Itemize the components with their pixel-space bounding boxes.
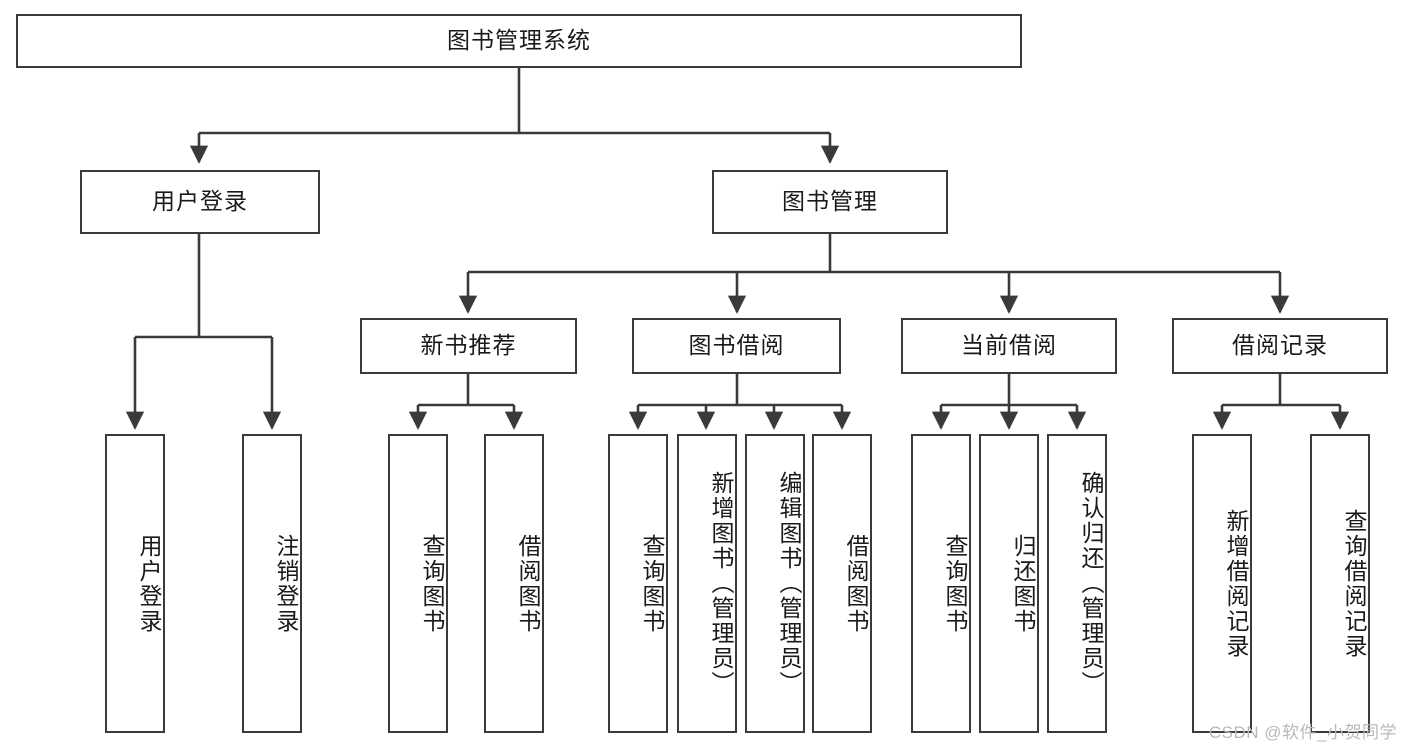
node-book-manage[interactable]: 图书管理	[712, 170, 948, 234]
node-leaf-query-record-label: 查询借阅记录	[1341, 508, 1367, 659]
node-leaf-query-book-2-label: 查询图书	[639, 533, 665, 634]
node-leaf-confirm-return[interactable]: 确认归还（管理员）	[1047, 434, 1107, 733]
node-book-borrow-label: 图书借阅	[688, 332, 785, 359]
node-borrow-record-label: 借阅记录	[1232, 332, 1328, 359]
node-leaf-query-book-1-label: 查询图书	[419, 533, 445, 634]
node-leaf-edit-book-label: 编辑图书（管理员）	[776, 471, 802, 696]
node-user-login-label: 用户登录	[152, 188, 248, 215]
node-leaf-add-book-label: 新增图书（管理员）	[708, 471, 734, 696]
node-root-label: 图书管理系统	[447, 27, 591, 54]
node-leaf-query-record[interactable]: 查询借阅记录	[1310, 434, 1370, 733]
node-root[interactable]: 图书管理系统	[16, 14, 1022, 68]
node-leaf-user-login-label: 用户登录	[136, 533, 162, 634]
node-leaf-query-book-2[interactable]: 查询图书	[608, 434, 668, 733]
node-leaf-query-book-3-label: 查询图书	[942, 533, 968, 634]
node-leaf-edit-book[interactable]: 编辑图书（管理员）	[745, 434, 805, 733]
node-current-borrow-label: 当前借阅	[961, 332, 1057, 359]
node-leaf-borrow-book-2-label: 借阅图书	[843, 533, 869, 634]
node-book-manage-label: 图书管理	[782, 188, 878, 215]
node-leaf-borrow-book-1-label: 借阅图书	[515, 533, 541, 634]
node-leaf-add-book[interactable]: 新增图书（管理员）	[677, 434, 737, 733]
node-leaf-add-record-label: 新增借阅记录	[1223, 508, 1249, 659]
node-leaf-logout-login[interactable]: 注销登录	[242, 434, 302, 733]
node-leaf-return-book-label: 归还图书	[1010, 533, 1036, 634]
node-leaf-user-login[interactable]: 用户登录	[105, 434, 165, 733]
node-leaf-add-record[interactable]: 新增借阅记录	[1192, 434, 1252, 733]
node-leaf-confirm-return-label: 确认归还（管理员）	[1078, 471, 1104, 696]
csdn-watermark: CSDN @软件_小贺同学	[1208, 723, 1397, 742]
node-user-login[interactable]: 用户登录	[80, 170, 320, 234]
node-borrow-record[interactable]: 借阅记录	[1172, 318, 1388, 374]
node-book-borrow[interactable]: 图书借阅	[632, 318, 841, 374]
node-leaf-query-book-3[interactable]: 查询图书	[911, 434, 971, 733]
node-leaf-return-book[interactable]: 归还图书	[979, 434, 1039, 733]
node-new-book-recommend[interactable]: 新书推荐	[360, 318, 577, 374]
node-new-book-recommend-label: 新书推荐	[420, 332, 517, 359]
node-leaf-borrow-book-1[interactable]: 借阅图书	[484, 434, 544, 733]
node-leaf-logout-login-label: 注销登录	[273, 533, 299, 634]
node-leaf-borrow-book-2[interactable]: 借阅图书	[812, 434, 872, 733]
node-leaf-query-book-1[interactable]: 查询图书	[388, 434, 448, 733]
node-current-borrow[interactable]: 当前借阅	[901, 318, 1117, 374]
